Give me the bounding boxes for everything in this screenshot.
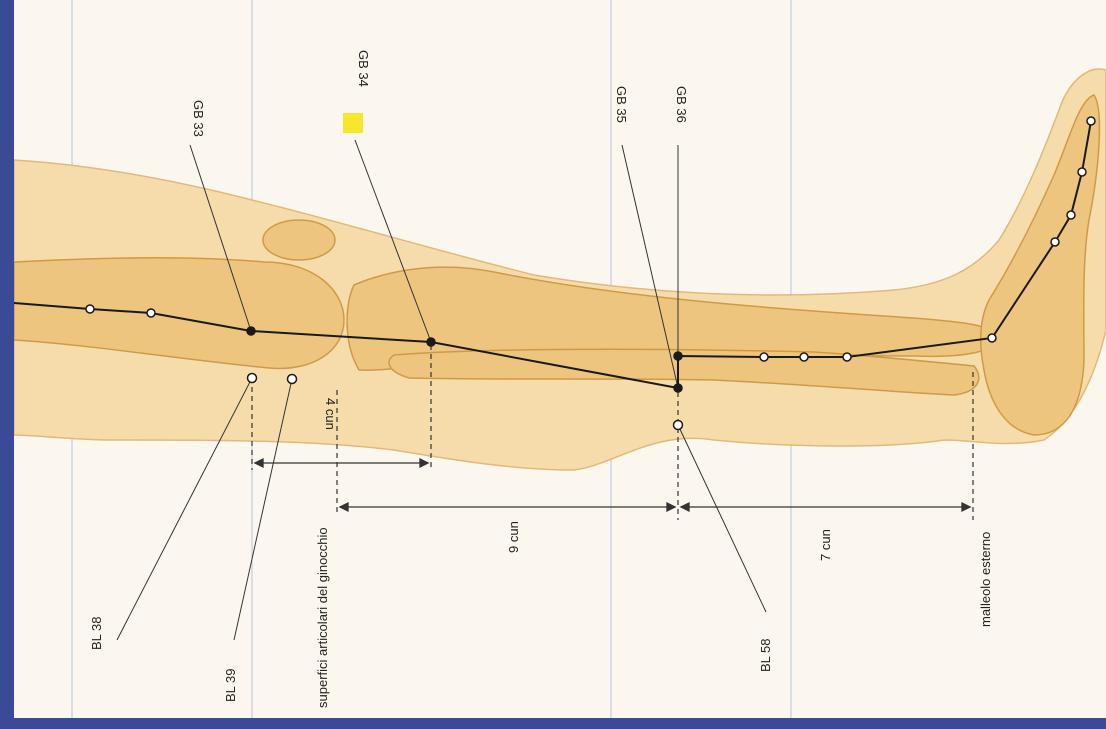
dashed-reference-lines xyxy=(251,345,974,520)
label-bl39: BL 39 xyxy=(223,669,238,703)
acupoint-gb34 xyxy=(426,337,436,347)
gb34-highlight-marker xyxy=(343,113,363,133)
acupoint-open xyxy=(799,352,809,362)
label-9-cun: 9 cun xyxy=(506,521,521,553)
label-knee-joint: superfici articolari del ginocchio xyxy=(315,527,330,708)
arrowhead xyxy=(679,501,690,513)
diagram-frame: GB 33 GB 34 GB 35 GB 36 BL 38 BL 39 BL 5… xyxy=(14,0,1106,718)
measurement-arrows xyxy=(253,457,972,513)
acupoint-gb35 xyxy=(673,383,683,393)
label-bl38: BL 38 xyxy=(89,617,104,651)
acupoint-open xyxy=(1077,167,1087,177)
label-7-cun: 7 cun xyxy=(818,529,833,561)
acupoint-gb33 xyxy=(246,326,256,336)
acupoint-gb36 xyxy=(673,351,683,361)
acupoint-bl38-adjacent xyxy=(286,373,298,385)
acupoint-bl39 xyxy=(246,372,258,384)
acupoint-open xyxy=(842,352,852,362)
acupoint-open xyxy=(1050,237,1060,247)
label-bl58: BL 58 xyxy=(758,639,773,673)
leader-gb34 xyxy=(354,139,432,343)
leader-bl39 xyxy=(233,378,293,641)
leader-bl58 xyxy=(677,424,767,613)
arrowhead xyxy=(666,501,677,513)
patella xyxy=(262,219,336,261)
leader-gb33 xyxy=(189,144,252,332)
acupoint-open xyxy=(85,304,95,314)
arrowhead xyxy=(961,501,972,513)
label-gb34: GB 34 xyxy=(356,50,371,87)
label-gb36: GB 36 xyxy=(674,86,689,123)
label-4-cun: 4 cun xyxy=(323,398,338,430)
arrowhead xyxy=(338,501,349,513)
arrowhead xyxy=(253,457,264,469)
acupoint-bl58 xyxy=(672,419,684,431)
label-gb35: GB 35 xyxy=(614,86,629,123)
arrowhead xyxy=(419,457,430,469)
acupoint-open xyxy=(1066,210,1076,220)
leg-acupuncture-diagram: GB 33 GB 34 GB 35 GB 36 BL 38 BL 39 BL 5… xyxy=(14,0,1106,718)
acupoint-open xyxy=(1086,116,1096,126)
label-gb33: GB 33 xyxy=(191,100,206,137)
acupoints xyxy=(85,116,1096,431)
label-malleolus: malleolo esterno xyxy=(978,532,993,627)
leader-lines xyxy=(116,139,767,641)
femur xyxy=(14,257,345,370)
leader-gb35 xyxy=(621,144,679,389)
acupoint-open xyxy=(146,308,156,318)
acupoint-open xyxy=(987,333,997,343)
leader-bl38 xyxy=(116,377,253,641)
acupoint-open xyxy=(759,352,769,362)
